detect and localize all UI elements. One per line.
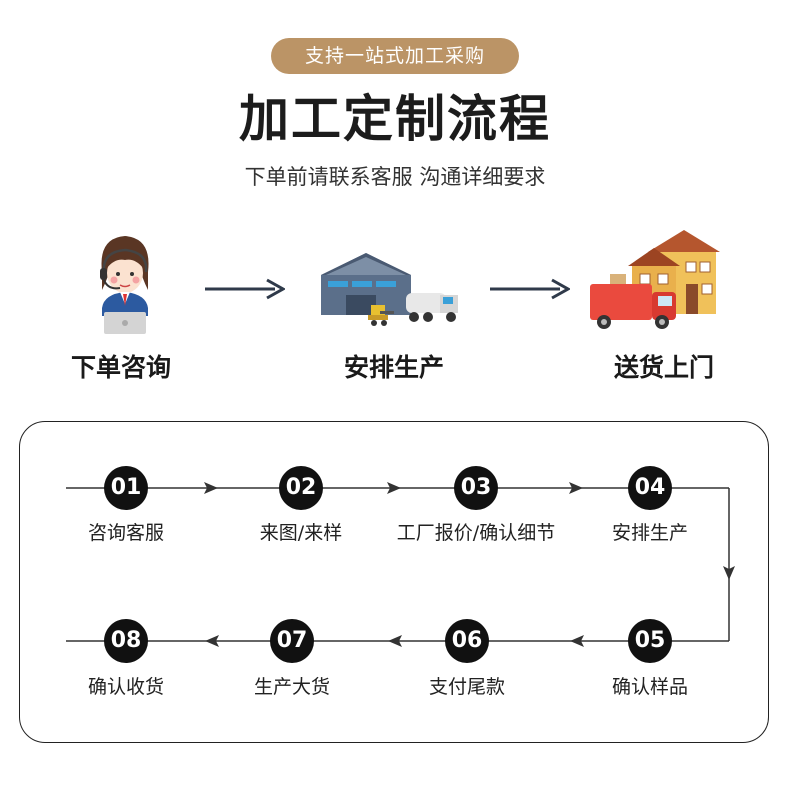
flow-node-label: 支付尾款 (428, 676, 505, 698)
page-subtitle: 下单前请联系客服 沟通详细要求 (244, 165, 546, 189)
flow-panel (19, 421, 769, 743)
flow-node-label: 来图/来样 (259, 522, 343, 544)
header-badge: 支持一站式加工采购 (271, 38, 519, 74)
flow-arrow-left (570, 635, 584, 647)
delivery-house-icon (590, 230, 720, 329)
flow-node-label: 安排生产 (611, 522, 688, 544)
step-label-consult: 下单咨询 (70, 353, 171, 382)
page-title: 加工定制流程 (239, 90, 551, 148)
factory-icon (321, 253, 458, 326)
flow-node-07: 07 (270, 619, 314, 663)
flow-node-06: 06 (445, 619, 489, 663)
flow-node-label: 工厂报价/确认细节 (396, 522, 556, 544)
flow-node-04: 04 (628, 466, 672, 510)
flow-arrow-left (388, 635, 402, 647)
flow-arrow-right (569, 482, 583, 494)
flow-node-08: 08 (104, 619, 148, 663)
flow-node-05: 05 (628, 619, 672, 663)
flow-node-label: 确认样品 (611, 676, 688, 698)
step-label-delivery: 送货上门 (613, 353, 714, 382)
arrow-right-icon (205, 278, 285, 300)
flow-node-01: 01 (104, 466, 148, 510)
flow-node-02: 02 (279, 466, 323, 510)
flow-arrow-left (205, 635, 219, 647)
flow-node-label: 咨询客服 (87, 522, 164, 544)
flow-node-label: 生产大货 (253, 676, 330, 698)
flow-node-label: 确认收货 (87, 676, 164, 698)
flow-node-03: 03 (454, 466, 498, 510)
flow-arrow-right (387, 482, 401, 494)
flow-arrow-right (204, 482, 218, 494)
arrow-right-icon (490, 278, 570, 300)
step-label-production: 安排生产 (343, 353, 444, 382)
customer-service-icon (100, 236, 149, 334)
flow-arrow-down (723, 566, 735, 580)
